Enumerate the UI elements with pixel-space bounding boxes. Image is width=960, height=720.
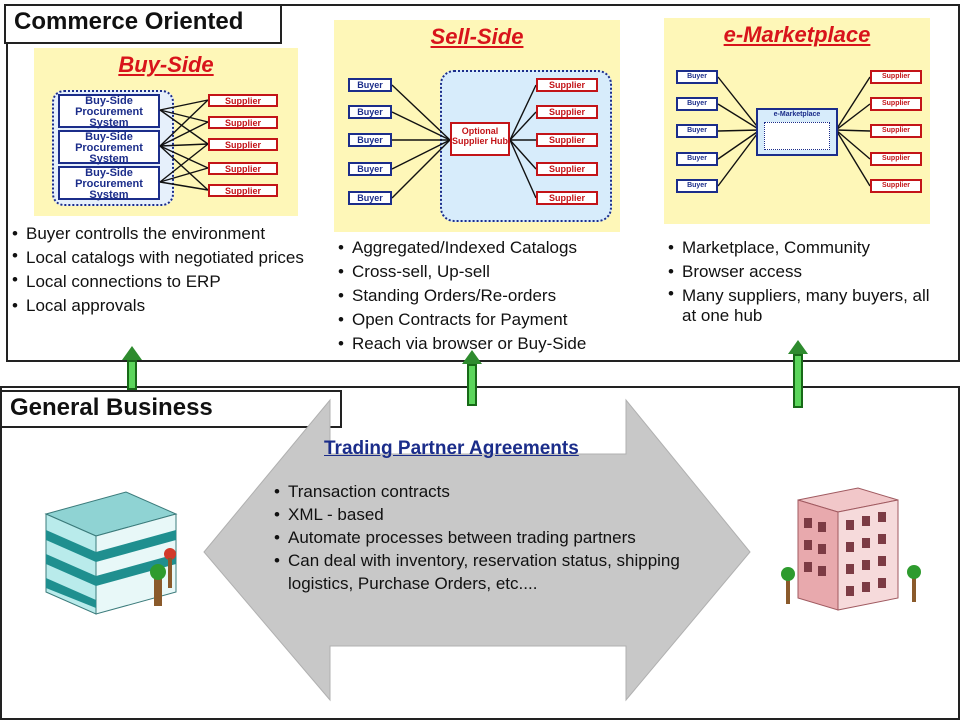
procurement-system-1: Buy-Side Procurement System bbox=[58, 94, 160, 129]
sell-side-title: Sell-Side bbox=[430, 24, 524, 49]
emarketplace-buyer-1: Buyer bbox=[676, 70, 718, 84]
arrow-head bbox=[122, 346, 142, 360]
emarketplace-buyer-2: Buyer bbox=[676, 97, 718, 111]
buy-side-up-arrow bbox=[120, 346, 144, 390]
emarketplace-buyer-4: Buyer bbox=[676, 152, 718, 166]
emarketplace-bullet: Marketplace, Community bbox=[668, 236, 930, 260]
emarketplace-buyer-5: Buyer bbox=[676, 179, 718, 193]
tpa-bullets: Transaction contracts XML - based Automa… bbox=[274, 480, 742, 595]
emarketplace-bullet: Browser access bbox=[668, 260, 930, 284]
buy-side-bullet: Local catalogs with negotiated prices bbox=[12, 246, 337, 268]
emarketplace-bullets: Marketplace, Community Browser access Ma… bbox=[668, 236, 930, 326]
sell-side-bullet: Aggregated/Indexed Catalogs bbox=[338, 236, 638, 260]
tpa-bullet: XML - based bbox=[274, 503, 742, 526]
sell-side-buyer-3: Buyer bbox=[348, 133, 392, 147]
buy-side-bullet: Buyer controlls the environment bbox=[12, 222, 337, 246]
emarketplace-buyer-3: Buyer bbox=[676, 124, 718, 138]
sell-side-up-arrow bbox=[460, 350, 484, 406]
arrow-head bbox=[788, 340, 808, 354]
arrow-head bbox=[462, 350, 482, 364]
sell-side-buyer-1: Buyer bbox=[348, 78, 392, 92]
emarketplace-supplier-4: Supplier bbox=[870, 152, 922, 166]
buy-side-supplier-3: Supplier bbox=[208, 138, 278, 151]
buy-side-bullet: Local approvals bbox=[12, 294, 337, 318]
general-business-title: General Business bbox=[0, 390, 342, 428]
buy-side-bullets: Buyer controlls the environment Local ca… bbox=[12, 222, 337, 318]
sell-side-bullet: Cross-sell, Up-sell bbox=[338, 260, 638, 284]
sell-side-bullet: Reach via browser or Buy-Side bbox=[338, 332, 638, 356]
emarketplace-hub: e-Marketplace bbox=[756, 108, 838, 156]
sell-side-supplier-5: Supplier bbox=[536, 191, 598, 205]
sell-side-bullet: Standing Orders/Re-orders bbox=[338, 284, 638, 308]
buy-side-bullet: Local connections to ERP bbox=[12, 268, 337, 294]
arrow-shaft bbox=[127, 360, 137, 390]
left-building-illustration bbox=[44, 491, 178, 615]
sell-side-supplier-2: Supplier bbox=[536, 105, 598, 119]
buy-side-title: Buy-Side bbox=[118, 52, 214, 77]
emarketplace-up-arrow bbox=[786, 340, 810, 408]
commerce-title: Commerce Oriented bbox=[4, 4, 282, 44]
buy-side-supplier-1: Supplier bbox=[208, 94, 278, 107]
emarketplace-bullet: Many suppliers, many buyers, all at one … bbox=[668, 284, 930, 326]
tpa-bullet: Automate processes between trading partn… bbox=[274, 526, 742, 549]
right-building-illustration bbox=[781, 487, 921, 611]
buy-side-supplier-4: Supplier bbox=[208, 162, 278, 175]
sell-side-buyer-2: Buyer bbox=[348, 105, 392, 119]
emarketplace-supplier-3: Supplier bbox=[870, 124, 922, 138]
sell-side-optional-hub: Optional Supplier Hub bbox=[450, 122, 510, 156]
sell-side-buyer-5: Buyer bbox=[348, 191, 392, 205]
emarketplace-hub-label: e-Marketplace bbox=[773, 111, 821, 118]
emarketplace-supplier-1: Supplier bbox=[870, 70, 922, 84]
emarketplace-hub-inner bbox=[764, 122, 830, 150]
buy-side-supplier-2: Supplier bbox=[208, 116, 278, 129]
tpa-bullet: Transaction contracts bbox=[274, 480, 742, 503]
sell-side-bullet: Open Contracts for Payment bbox=[338, 308, 638, 332]
procurement-system-2: Buy-Side Procurement System bbox=[58, 130, 160, 165]
sell-side-bullets: Aggregated/Indexed Catalogs Cross-sell, … bbox=[338, 236, 638, 356]
sell-side-supplier-3: Supplier bbox=[536, 133, 598, 147]
buy-side-supplier-5: Supplier bbox=[208, 184, 278, 197]
procurement-system-3: Buy-Side Procurement System bbox=[58, 166, 160, 201]
tpa-bullet: Can deal with inventory, reservation sta… bbox=[274, 549, 742, 595]
arrow-shaft bbox=[793, 354, 803, 408]
sell-side-supplier-4: Supplier bbox=[536, 162, 598, 176]
emarketplace-supplier-2: Supplier bbox=[870, 97, 922, 111]
emarketplace-title: e-Marketplace bbox=[723, 22, 871, 47]
sell-side-supplier-1: Supplier bbox=[536, 78, 598, 92]
emarketplace-supplier-5: Supplier bbox=[870, 179, 922, 193]
tpa-title: Trading Partner Agreements bbox=[324, 438, 579, 459]
sell-side-buyer-4: Buyer bbox=[348, 162, 392, 176]
arrow-shaft bbox=[467, 364, 477, 406]
